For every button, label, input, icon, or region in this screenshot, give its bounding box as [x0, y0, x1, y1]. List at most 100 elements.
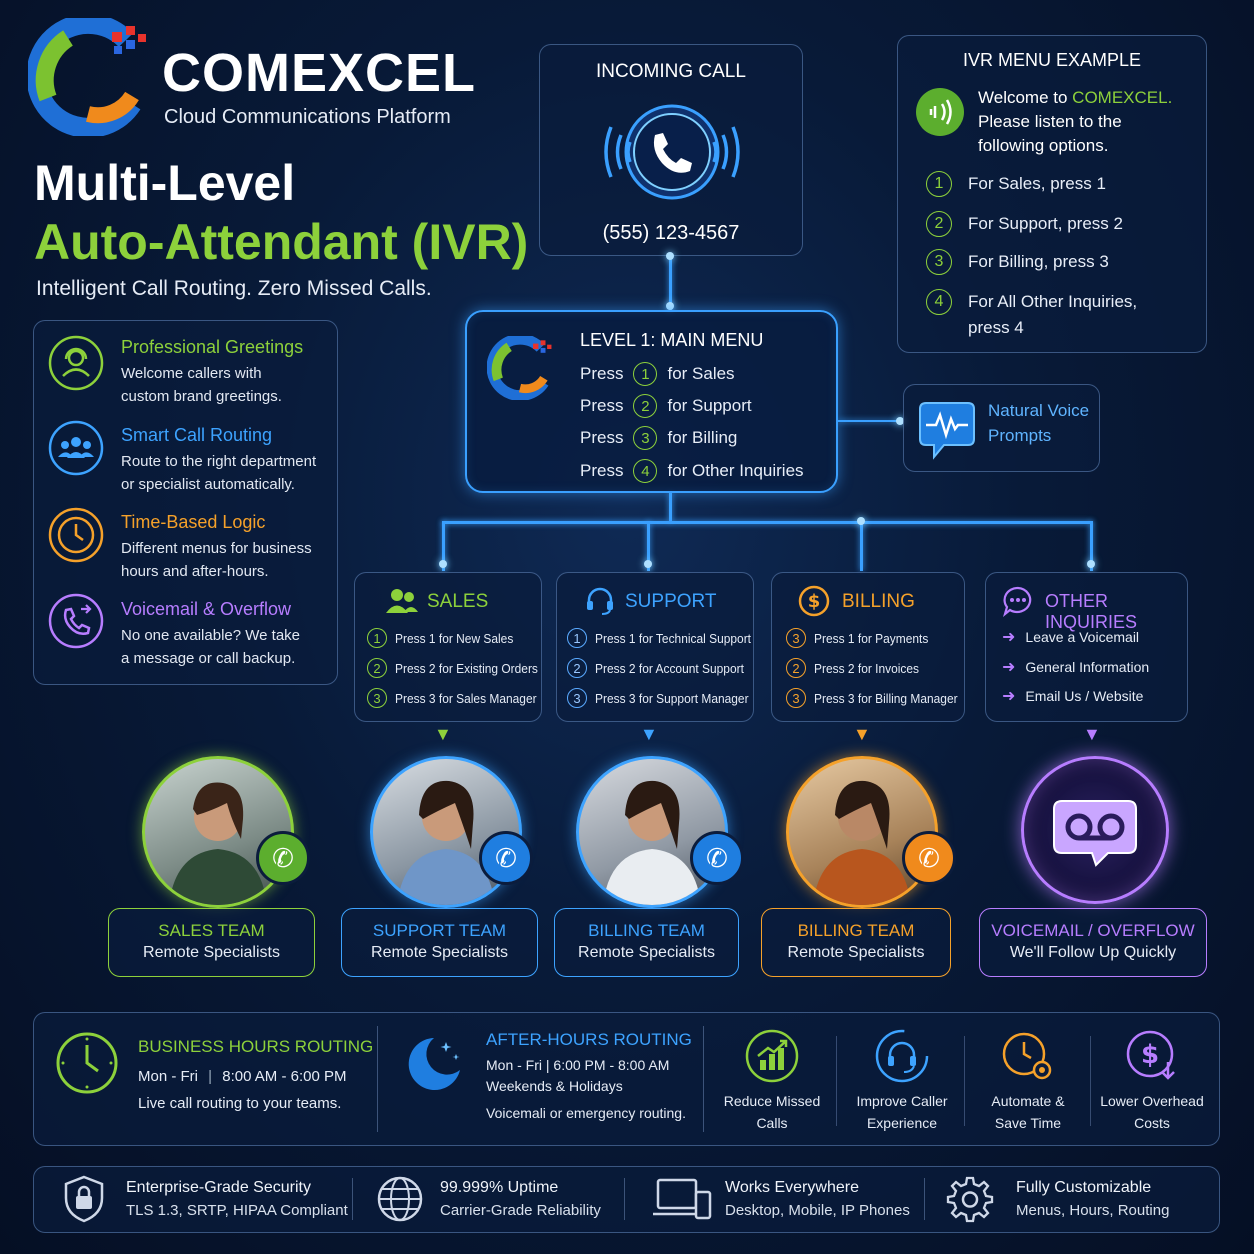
ivr-example-panel: IVR MENU EXAMPLE Welcome to COMEXCEL. Pl…: [897, 35, 1207, 353]
press-label: Press: [580, 428, 624, 447]
footer-sub: Desktop, Mobile, IP Phones: [725, 1202, 910, 1219]
arrow-down-icon: ▼: [434, 724, 452, 744]
option-text: Press 3 for Support Manager: [595, 690, 749, 706]
menu-number: 1: [633, 362, 658, 386]
business-hours-title: BUSINESS HOURS ROUTING: [138, 1037, 374, 1056]
option-text: For Billing, press 3: [968, 252, 1109, 271]
headset-icon: [875, 1029, 929, 1083]
feature-desc: a message or call backup.: [121, 650, 296, 667]
chat-dots-icon: [1002, 586, 1032, 617]
option-text: Press 2 for Invoices: [814, 660, 920, 676]
team-sub: Remote Specialists: [371, 944, 508, 961]
moon-stars-icon: [408, 1038, 460, 1090]
avatar-billing-2: [786, 756, 938, 908]
feature-item-voicemail: Voicemail & Overflow No one available? W…: [48, 593, 333, 673]
benefit-line1: Lower Overhead: [1100, 1093, 1204, 1109]
connector-node: [896, 417, 904, 425]
separator: |: [208, 1068, 213, 1085]
connector: [669, 256, 672, 312]
menu-number: 4: [633, 459, 658, 483]
team-label-sales: SALES TEAM Remote Specialists: [108, 908, 315, 977]
hero-subtitle: Intelligent Call Routing. Zero Missed Ca…: [36, 277, 432, 300]
avatar-billing: [576, 756, 728, 908]
connector-node: [644, 560, 652, 568]
person-icon: [813, 780, 911, 905]
connector: [442, 521, 445, 571]
main-menu-item-1: Press 1 for Sales: [580, 362, 735, 386]
menu-text: for Sales: [667, 364, 735, 383]
user-headset-icon: [48, 335, 104, 391]
phone-badge-icon: ✆: [902, 831, 956, 885]
dept-option: ➜Leave a Voicemail: [1002, 622, 1139, 652]
clock-gear-icon: [1002, 1032, 1052, 1080]
connector-node: [857, 517, 865, 525]
divider: [624, 1178, 625, 1220]
main-menu-panel: LEVEL 1: MAIN MENU Press 1 for Sales Pre…: [465, 310, 838, 493]
phone-ringing-icon: [604, 104, 740, 200]
main-menu-title: LEVEL 1: MAIN MENU: [580, 330, 764, 350]
option-text-line1: For All Other Inquiries,: [968, 292, 1138, 311]
ivr-example-title: IVR MENU EXAMPLE: [962, 50, 1142, 70]
features-panel: [33, 320, 338, 685]
svg-text:$: $: [1141, 1040, 1159, 1070]
phone-badge-icon: ✆: [690, 831, 744, 885]
feature-desc: Welcome callers with: [121, 365, 262, 382]
phone-badge-icon: ✆: [479, 831, 533, 885]
dept-option: 3 Press 3 for Support Manager: [567, 683, 762, 713]
team-sub: Remote Specialists: [787, 944, 925, 961]
dollar-down-icon: $: [1126, 1030, 1175, 1080]
voice-line1: Natural Voice: [988, 401, 1090, 420]
option-number: 3: [567, 688, 587, 708]
option-text: For Support, press 2: [968, 214, 1123, 233]
press-label: Press: [580, 396, 624, 415]
option-text: General Information: [1025, 659, 1150, 675]
footer-sub: Menus, Hours, Routing: [1016, 1202, 1170, 1219]
option-number: 2: [367, 658, 387, 678]
dept-option: ➜General Information: [1002, 652, 1149, 682]
ivr-welcome-brand: COMEXCEL.: [1072, 88, 1173, 107]
ivr-option-4: 4 For All Other Inquiries,press 4: [926, 289, 1137, 341]
team-sub: Remote Specialists: [578, 944, 715, 961]
business-hours: 8:00 AM - 6:00 PM: [222, 1068, 347, 1085]
option-number: 3: [786, 628, 806, 648]
after-hours-line3: Voicemali or emergency routing.: [486, 1105, 686, 1121]
globe-icon: [377, 1176, 423, 1222]
dept-option: ➜Email Us / Website: [1002, 681, 1143, 711]
option-number: 3: [367, 688, 387, 708]
ivr-welcome-pre: Welcome to: [978, 88, 1073, 107]
option-text: Press 2 for Existing Orders: [395, 660, 538, 676]
benefit-line1: Reduce Missed: [723, 1093, 821, 1109]
dept-option: 3 Press 1 for Payments: [786, 623, 938, 653]
team-label-support: SUPPORT TEAM Remote Specialists: [341, 908, 538, 977]
menu-text: for Billing: [667, 428, 738, 447]
connector: [860, 521, 863, 571]
comexcel-logo-icon: [28, 18, 146, 136]
svg-text:$: $: [808, 591, 821, 612]
benefit-lower-costs: $ Lower Overhead Costs: [1094, 1026, 1210, 1136]
connector: [838, 420, 904, 422]
connector-node: [666, 302, 674, 310]
team-label-billing-2: BILLING TEAM Remote Specialists: [761, 908, 951, 977]
divider: [377, 1026, 378, 1132]
dept-title: OTHER INQUIRIES: [1045, 591, 1138, 632]
feature-item-routing: Smart Call Routing Route to the right de…: [48, 420, 333, 500]
option-text: Press 1 for Payments: [814, 630, 929, 646]
option-text: For Sales, press 1: [968, 174, 1106, 193]
benefit-improve-experience: Improve Caller Experience: [842, 1026, 962, 1136]
connector: [442, 521, 1092, 524]
menu-text: for Other Inquiries: [667, 461, 804, 480]
ivr-welcome: Welcome to COMEXCEL. Please listen to th…: [978, 86, 1172, 158]
business-hours-desc: Live call routing to your teams.: [138, 1095, 342, 1112]
team-label-voicemail: VOICEMAIL / OVERFLOW We'll Follow Up Qui…: [979, 908, 1207, 977]
divider: [352, 1178, 353, 1220]
footer-title: Enterprise-Grade Security: [126, 1179, 311, 1196]
option-number: 1: [367, 628, 387, 648]
team-title: BILLING TEAM: [797, 921, 915, 940]
voicemail-icon: [1053, 800, 1137, 867]
option-text: Press 2 for Account Support: [595, 660, 744, 676]
option-text: Press 3 for Billing Manager: [814, 690, 958, 706]
option-text: Email Us / Website: [1025, 688, 1144, 704]
connector: [647, 521, 650, 571]
